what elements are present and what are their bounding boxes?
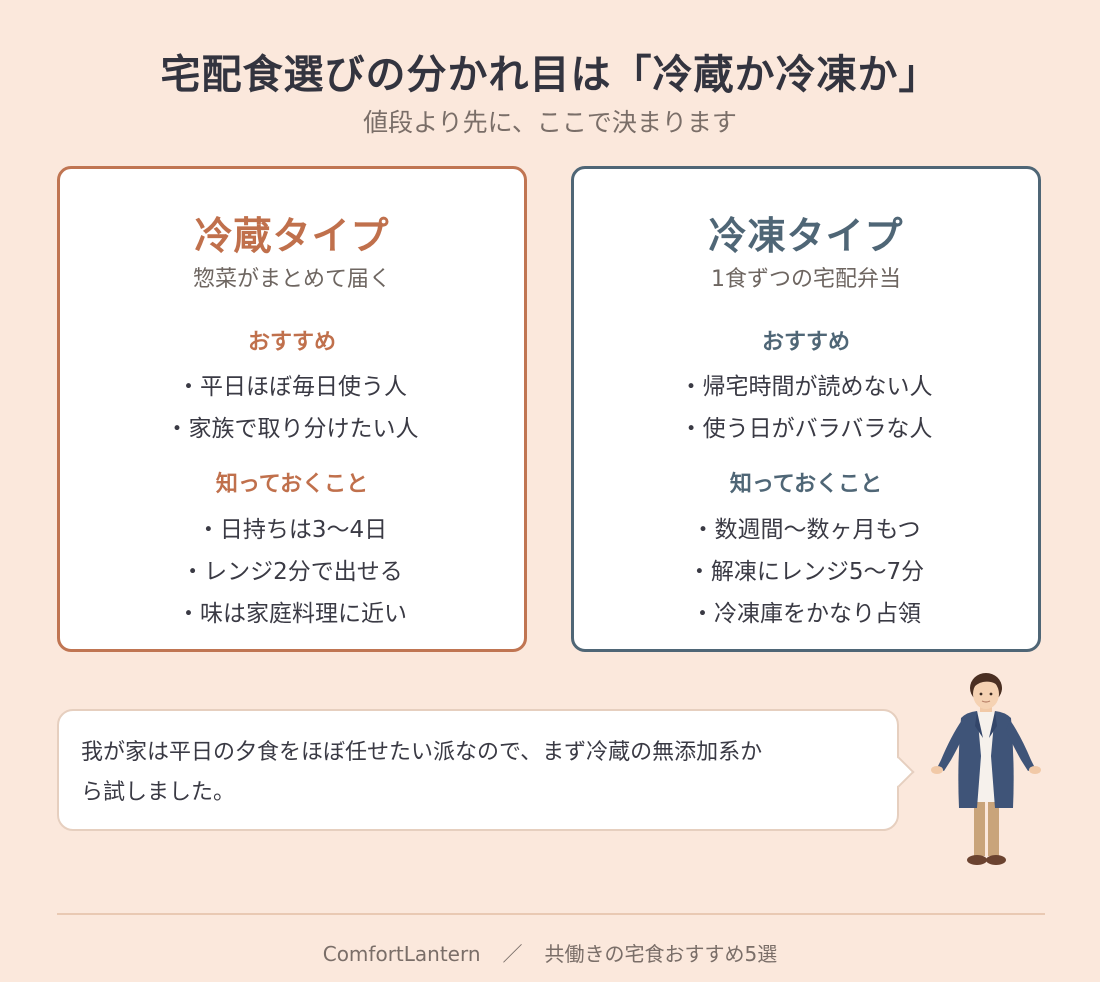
footer-brand: ComfortLantern bbox=[322, 942, 481, 966]
man-in-blazer-icon bbox=[925, 668, 1047, 876]
card-title: 冷蔵タイプ bbox=[194, 214, 390, 258]
speech-line: ら試しました。 bbox=[81, 780, 236, 805]
recommend-item: ・家族で取り分けたい人 bbox=[165, 416, 419, 442]
footer-separator: ／ bbox=[502, 942, 523, 966]
note-item: ・味は家庭料理に近い bbox=[177, 601, 407, 627]
page-title: 宅配食選びの分かれ目は「冷蔵か冷凍か」 bbox=[160, 52, 940, 98]
notes-heading: 知っておくこと bbox=[729, 472, 883, 497]
note-item: ・冷凍庫をかなり占領 bbox=[691, 601, 921, 627]
speech-bubble: 我が家は平日の夕食をほぼ任せたい派なので、まず冷蔵の無添加系か ら試しました。 bbox=[57, 709, 915, 831]
recommend-heading: おすすめ bbox=[761, 330, 850, 355]
note-item: ・解凍にレンジ5〜7分 bbox=[687, 559, 925, 585]
note-item: ・レンジ2分で出せる bbox=[181, 559, 403, 585]
card-subtitle: 惣菜がまとめて届く bbox=[192, 267, 391, 292]
recommend-item: ・帰宅時間が読めない人 bbox=[679, 374, 933, 400]
notes-heading: 知っておくこと bbox=[215, 472, 369, 497]
recommend-item: ・平日ほぼ毎日使う人 bbox=[177, 374, 407, 400]
footer-divider bbox=[57, 913, 1045, 915]
footer: ComfortLantern ／ 共働きの宅食おすすめ5選 bbox=[0, 938, 1100, 967]
frozen-card: 冷凍タイプ 1食ずつの宅配弁当 おすすめ ・帰宅時間が読めない人 ・使う日がバラ… bbox=[571, 166, 1041, 652]
footer-article: 共働きの宅食おすすめ5選 bbox=[544, 942, 778, 966]
card-subtitle: 1食ずつの宅配弁当 bbox=[711, 267, 901, 292]
note-item: ・日持ちは3〜4日 bbox=[196, 517, 388, 543]
chilled-card: 冷蔵タイプ 惣菜がまとめて届く おすすめ ・平日ほぼ毎日使う人 ・家族で取り分け… bbox=[57, 166, 527, 652]
card-title: 冷凍タイプ bbox=[708, 214, 904, 258]
page-subtitle: 値段より先に、ここで決まります bbox=[363, 108, 737, 137]
recommend-heading: おすすめ bbox=[247, 330, 336, 355]
speech-bubble-tail bbox=[883, 756, 915, 788]
speech-line: 我が家は平日の夕食をほぼ任せたい派なので、まず冷蔵の無添加系か bbox=[81, 740, 763, 765]
note-item: ・数週間〜数ヶ月もつ bbox=[691, 517, 921, 543]
speech-text: 我が家は平日の夕食をほぼ任せたい派なので、まず冷蔵の無添加系か ら試しました。 bbox=[81, 733, 871, 813]
recommend-item: ・使う日がバラバラな人 bbox=[679, 416, 933, 442]
